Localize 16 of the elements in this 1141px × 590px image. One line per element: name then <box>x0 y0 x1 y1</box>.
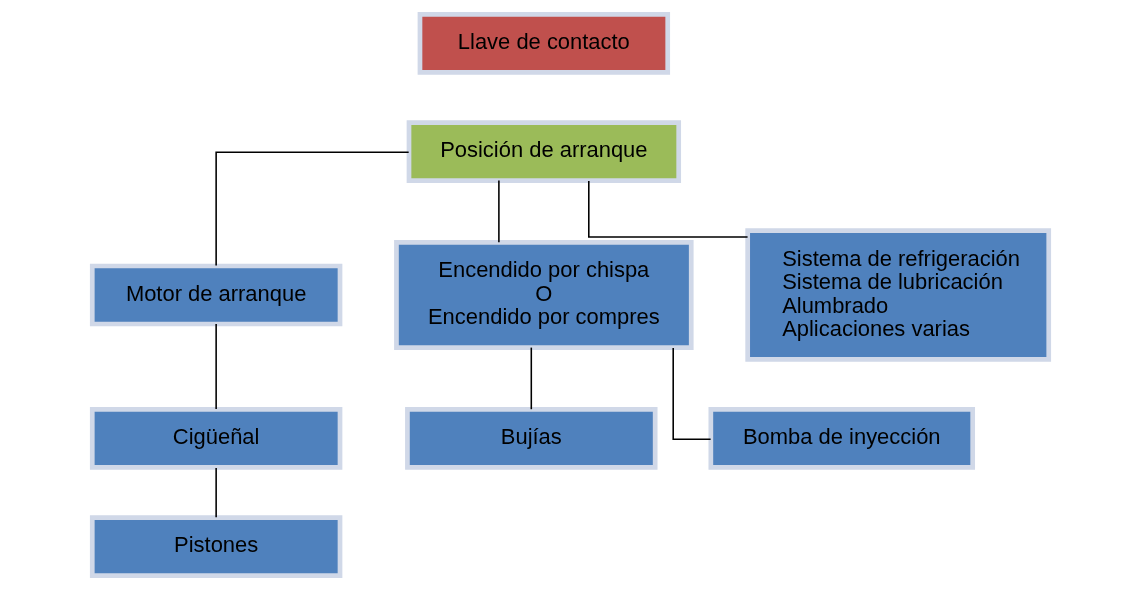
connector <box>588 180 749 238</box>
connector <box>215 323 217 410</box>
connector <box>215 467 217 518</box>
node-box: Sistema de refrigeración Sistema de lubricación Alumbrado Aplicaciones varias <box>745 228 1052 362</box>
node-box: Pistones <box>89 515 343 578</box>
connector <box>530 346 533 410</box>
connector <box>215 151 410 267</box>
node-box: Cigüeñal <box>89 407 343 470</box>
node-box: Motor de arranque <box>89 263 343 327</box>
node-box: Llave de contacto <box>417 12 671 75</box>
node-box: Posición de arranque <box>406 120 682 183</box>
node-box: Encendido por chispa O Encendido por compres <box>394 240 694 350</box>
node-box: Bujías <box>405 407 658 470</box>
connector <box>498 179 500 243</box>
connector <box>672 347 712 441</box>
node-box: Bomba de inyección <box>708 407 976 470</box>
